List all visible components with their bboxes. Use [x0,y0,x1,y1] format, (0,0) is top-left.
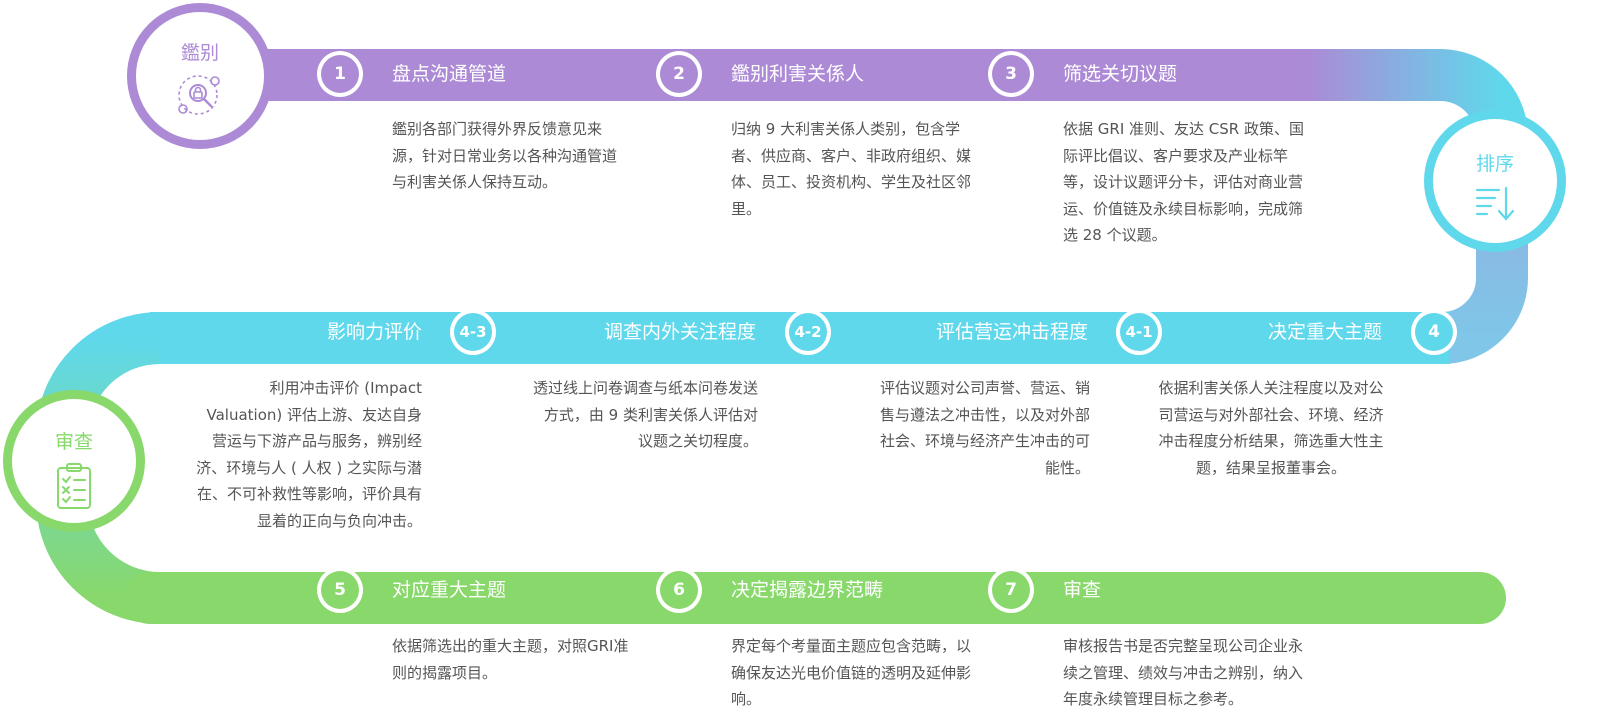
step-4-1-desc: 评估议题对公司声誉、营运、销售与遵法之冲击性，以及对外部社会、环境与经济产生冲击… [879,379,1090,477]
step-4-2-desc: 透过线上问卷调查与纸本问卷发送方式，由 9 类利害关係人评估对议题之关切程度。 [532,379,758,450]
step-3-badge: 3 [988,51,1034,97]
step-5-desc: 依据筛选出的重大主题，对照GRI准则的揭露项目。 [392,637,629,682]
step-6-desc: 界定每个考量面主题应包含范畴，以确保友达光电价值链的透明及延伸影响。 [731,637,972,708]
phase-review-label: 审查 [54,431,93,453]
step-5-title: 对应重大主题 [392,579,507,601]
step-4-3-title: 影响力评价 [326,321,422,343]
phase-rank-circle: 排序 [1424,110,1566,252]
step-7-badge: 7 [988,567,1034,613]
phase-review-circle: 审查 [3,390,145,532]
phase-rank-label: 排序 [1475,153,1514,175]
step-4-desc: 依据利害关係人关注程度以及对公司营运与对外部社会、环境、经济冲击程度分析结果，筛… [1158,379,1384,477]
step-6-badge: 6 [656,567,702,613]
step-3-title: 筛选关切议题 [1063,63,1178,85]
step-2-title: 鑑别利害关係人 [731,63,865,85]
step-2-desc: 归纳 9 大利害关係人类别，包含学者、供应商、客户、非政府组织、媒体、员工、投资… [731,120,972,218]
step-4-1-badge: 4-1 [1116,309,1162,355]
step-4-3-badge: 4-3 [450,309,496,355]
sort-descending-icon [1475,186,1515,221]
step-7-desc: 审核报告书是否完整呈现公司企业永续之管理、绩效与冲击之辨别，纳入年度永续管理目标… [1063,637,1304,708]
step-1-desc: 鑑别各部门获得外界反馈意见来源，针对日常业务以各种沟通管道与利害关係人保持互动。 [392,120,618,191]
step-2-badge: 2 [656,51,702,97]
step-4-badge: 4 [1411,309,1457,355]
phase-identify-circle: 鑑别 [127,3,273,149]
step-4-2-title: 调查内外关注程度 [603,321,756,343]
checklist-clipboard-icon [57,463,91,509]
step-3-desc: 依据 GRI 准则、友达 CSR 政策、国际评比倡议、客户要求及产业标竿等，设计… [1063,120,1304,244]
step-4-1-title: 评估营运冲击程度 [935,321,1088,343]
step-5-badge: 5 [317,567,363,613]
step-7-title: 审查 [1063,579,1102,601]
step-6-title: 决定揭露边界范畴 [731,579,884,601]
step-1-badge: 1 [317,51,363,97]
step-4-title: 决定重大主题 [1267,321,1382,343]
step-1-title: 盘点沟通管道 [392,63,507,85]
step-4-2-badge: 4-2 [785,309,831,355]
phase-identify-label: 鑑别 [180,42,219,64]
step-4-3-desc: 利用冲击评价 (Impact Valuation) 评估上游、友达自身营运与下游… [196,379,422,530]
stakeholder-search-icon [178,75,220,115]
